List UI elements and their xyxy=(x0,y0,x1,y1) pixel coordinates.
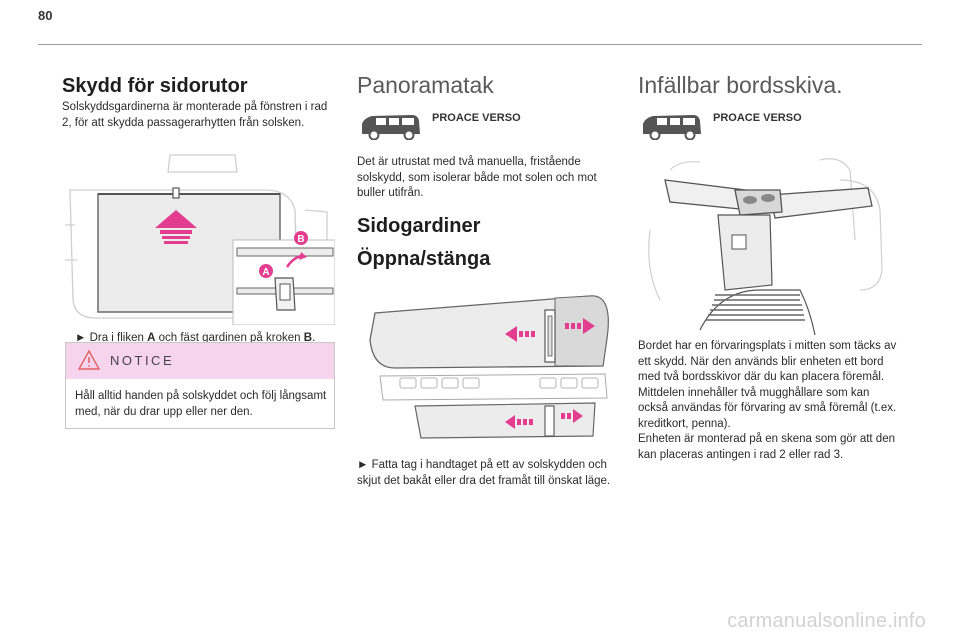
side-shades-intro: Solskyddsgardinerna är monterade på föns… xyxy=(62,101,328,129)
notice-text: Håll alltid handen på solskyddet och föl… xyxy=(75,390,327,418)
page-number: 80 xyxy=(38,8,53,23)
section-title-folding-table: Infällbar bordsskiva. xyxy=(638,72,843,98)
notice-title: NOTICE xyxy=(110,353,175,368)
notice-header: NOTICE xyxy=(66,343,334,379)
panoramic-roof-illustration xyxy=(369,295,609,439)
arrow-left-right-small-icon xyxy=(505,409,583,429)
subtitle-side-curtains: Sidogardiner xyxy=(357,215,481,237)
model-label-panoramic: PROACE VERSO xyxy=(432,112,521,124)
folding-table-text: Bordet har en förvaringsplats i mitten s… xyxy=(638,340,897,461)
panoramic-roof-text: Det är utrustat med två manuella, fristå… xyxy=(357,156,597,199)
label-a-badge: A xyxy=(262,267,269,278)
folding-table-illustration xyxy=(648,158,883,335)
arrow-up-icon xyxy=(155,210,197,244)
section-title-panoramic-roof: Panoramatak xyxy=(357,72,494,98)
header-divider xyxy=(38,44,922,45)
side-shades-instruction: ► Dra i fliken A och fäst gardinen på kr… xyxy=(75,332,316,344)
van-icon xyxy=(362,115,420,140)
van-icon-2 xyxy=(643,115,701,140)
notice-box: NOTICE Håll alltid handen på solskyddet … xyxy=(65,342,335,429)
model-label-table: PROACE VERSO xyxy=(713,112,802,124)
side-curtains-instruction: ► Fatta tag i handtaget på ett av solsky… xyxy=(357,459,611,487)
arrow-left-right-icon xyxy=(505,318,595,342)
warning-triangle-icon xyxy=(78,350,100,370)
section-title-side-window-shades: Skydd för sidorutor xyxy=(62,75,248,97)
subtitle-open-close: Öppna/stänga xyxy=(357,248,491,270)
side-window-shade-illustration: B A xyxy=(65,154,335,325)
label-b-badge: B xyxy=(297,234,304,245)
watermark: carmanualsonline.info xyxy=(727,610,926,632)
